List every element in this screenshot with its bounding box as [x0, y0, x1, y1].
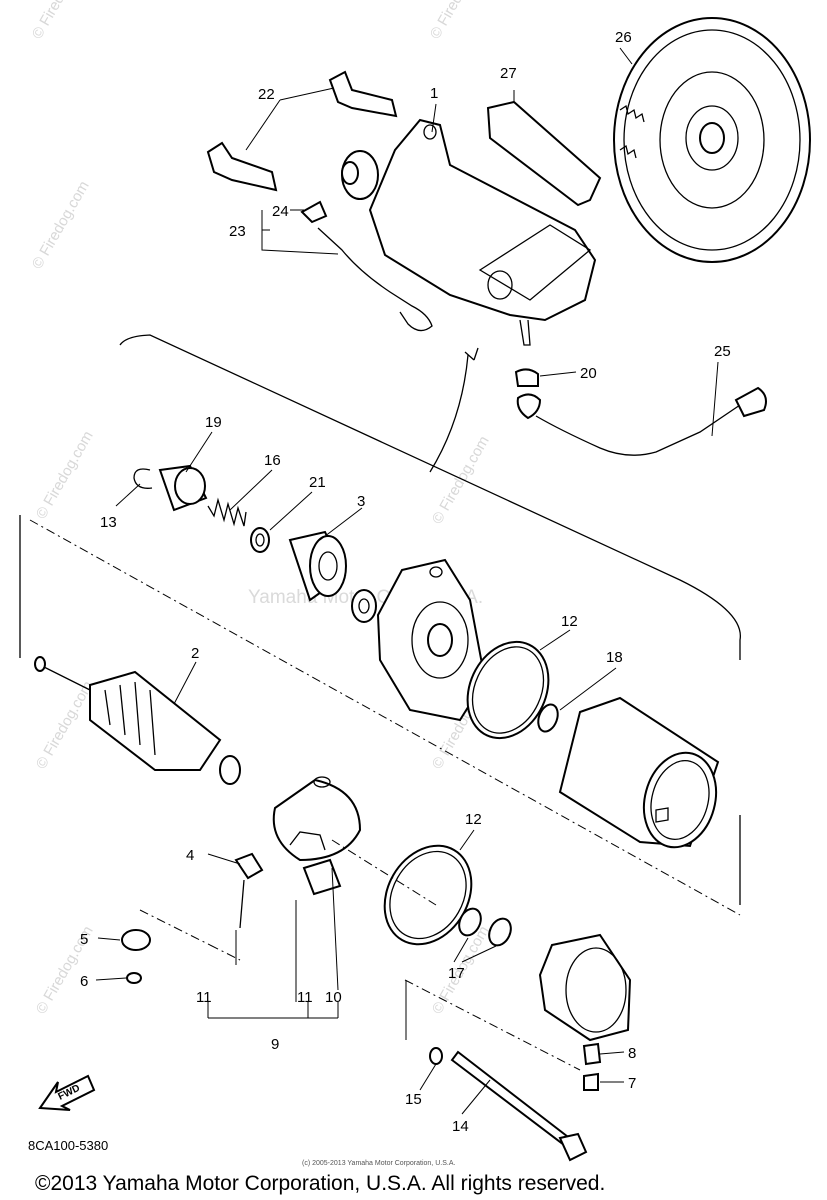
- callout-24: 24: [272, 203, 289, 220]
- circlip-13: [133, 468, 153, 489]
- callout-11-left: 11: [196, 989, 212, 1006]
- callout-21: 21: [309, 474, 326, 491]
- callout-20: 20: [580, 365, 597, 382]
- callout-17: 17: [448, 965, 465, 982]
- callout-8: 8: [628, 1045, 636, 1062]
- starter-motor-1: [341, 118, 597, 346]
- bolts-22: [206, 70, 398, 192]
- callout-23: 23: [229, 223, 246, 240]
- callout-6: 6: [80, 973, 88, 990]
- watermark-firedog: © Firedog.com: [429, 433, 493, 527]
- watermark-firedog: © Firedog.com: [427, 0, 491, 42]
- callout-15: 15: [405, 1091, 422, 1108]
- washer-small: [351, 589, 377, 623]
- washer-6: [126, 972, 142, 984]
- callout-numbers: 1 2 3 4 5 6 7 8 9 10 11 11 12 12 13 14 1…: [80, 29, 731, 1135]
- washer-21: [250, 527, 270, 553]
- leader-lines: [95, 47, 719, 1115]
- watermark-firedog: © Firedog.com: [33, 678, 97, 772]
- watermark-firedog: © Firedog.com: [29, 0, 93, 42]
- callout-11-right: 11: [297, 989, 313, 1006]
- washer-15: [429, 1047, 443, 1065]
- brush-holder-9: [234, 852, 264, 929]
- brush-plate: [272, 776, 362, 862]
- yoke: [558, 696, 720, 849]
- fwd-arrow-icon: FWD: [38, 1074, 96, 1111]
- callout-3: 3: [357, 493, 365, 510]
- callout-12-lower: 12: [465, 811, 482, 828]
- armature-2: [34, 656, 241, 785]
- callout-7: 7: [628, 1075, 636, 1092]
- callout-13: 13: [100, 514, 117, 531]
- callout-25: 25: [714, 343, 731, 360]
- callout-22: 22: [258, 86, 275, 103]
- callout-9: 9: [271, 1036, 279, 1053]
- through-bolt-14: [450, 1050, 588, 1162]
- nut-5: [121, 929, 151, 951]
- copyright-notice: ©2013 Yamaha Motor Corporation, U.S.A. A…: [35, 1172, 605, 1195]
- watermark-firedog: © Firedog.com: [29, 178, 93, 272]
- small-copyright-watermark: (c) 2005-2013 Yamaha Motor Corporation, …: [302, 1160, 455, 1167]
- callout-27: 27: [500, 65, 517, 82]
- brush-10: [302, 858, 342, 896]
- callout-5: 5: [80, 931, 88, 948]
- ring-gear-26: [613, 17, 811, 263]
- callout-26: 26: [615, 29, 632, 46]
- callout-2: 2: [191, 645, 199, 662]
- callout-10: 10: [325, 989, 342, 1006]
- rear-cover: [538, 933, 632, 1042]
- callout-19: 19: [205, 414, 222, 431]
- nut-7: [583, 1072, 599, 1091]
- callout-18: 18: [606, 649, 623, 666]
- callout-12-upper: 12: [561, 613, 578, 630]
- spring-16: [207, 497, 247, 527]
- nut-8: [582, 1042, 602, 1066]
- callout-4: 4: [186, 847, 194, 864]
- lead-wire-23: [300, 200, 433, 332]
- washer-18: [537, 703, 559, 733]
- watermark-firedog: © Firedog.com: [33, 428, 97, 522]
- front-cover: [376, 558, 487, 722]
- o-ring-12-upper: [466, 640, 550, 740]
- bracket-27: [486, 90, 602, 207]
- collar-19: [158, 464, 208, 512]
- washers-17: [458, 907, 512, 947]
- callout-16: 16: [264, 452, 281, 469]
- starter-cord-25: [514, 368, 767, 456]
- clutch-gear-3: [288, 530, 347, 602]
- callout-14: 14: [452, 1118, 469, 1135]
- callout-1: 1: [430, 85, 438, 102]
- diagram-code: 8CA100-5380: [28, 1138, 108, 1153]
